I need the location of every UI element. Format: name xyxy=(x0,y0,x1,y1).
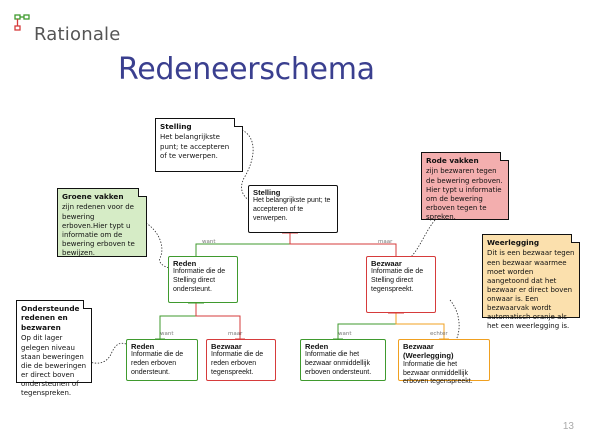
note-text: zijn bezwaren tegen de bewering erboven.… xyxy=(426,167,503,221)
link-label-want: want xyxy=(202,239,216,245)
box-title: Reden xyxy=(173,259,197,268)
box-title: Reden xyxy=(131,342,155,351)
link-label-maar: maar xyxy=(228,331,243,337)
logo-text: Rationale xyxy=(34,24,121,45)
box-text: Informatie die het bezwaar onmiddellijk … xyxy=(305,351,372,376)
box-title: Bezwaar xyxy=(211,342,242,351)
link-label-want: want xyxy=(338,331,352,337)
box-title: Reden xyxy=(305,342,329,351)
note-groene-vakken: Groene vakken zijn redenen voor de bewer… xyxy=(57,188,147,257)
box-title: Bezwaar (Weerlegging) xyxy=(403,342,454,361)
box-text: Informatie die de Stelling direct onders… xyxy=(173,268,226,293)
slide-number: 13 xyxy=(562,421,574,432)
box-weerlegging[interactable]: Bezwaar (Weerlegging) Informatie die het… xyxy=(398,339,490,385)
page-title: Redeneerschema xyxy=(118,52,375,87)
note-text: Dit is een bezwaar tegen een bezwaar waa… xyxy=(487,249,575,331)
link-label-want: want xyxy=(160,331,174,337)
note-title: Weerlegging xyxy=(487,238,540,247)
callout-groene xyxy=(145,222,171,269)
callout-ondersteunde xyxy=(85,342,127,364)
link-stelling-bezwaar xyxy=(289,233,397,256)
note-text: Het belangrijkste punt; te accepteren of… xyxy=(160,133,230,160)
box-stelling[interactable]: Stelling Het belangrijkste punt; te acce… xyxy=(248,185,338,233)
box-text: Informatie die de reden erboven tegenspr… xyxy=(211,351,264,376)
link-label-echter: echter xyxy=(430,331,448,337)
box-reden-bezwaar-sub[interactable]: Reden Informatie die het bezwaar onmidde… xyxy=(300,339,386,381)
box-reden[interactable]: Reden Informatie die de Stelling direct … xyxy=(168,256,238,303)
link-reden-bezwaar2 xyxy=(195,303,241,339)
note-text: zijn redenen voor de bewering erboven.Hi… xyxy=(62,203,135,257)
note-weerlegging: Weerlegging Dit is een bezwaar tegen een… xyxy=(482,234,580,330)
note-rode-vakken: Rode vakken zijn bezwaren tegen de bewer… xyxy=(421,152,509,221)
link-label-maar: maar xyxy=(378,239,393,245)
box-reden-sub[interactable]: Reden Informatie die de reden erboven on… xyxy=(126,339,198,381)
box-title: Stelling xyxy=(253,188,281,197)
rationale-logo-icon xyxy=(14,14,30,31)
note-title: Ondersteunde redenen en bezwaren xyxy=(21,304,80,332)
box-text: Informatie die de Stelling direct tegens… xyxy=(371,268,424,293)
note-text: Op dit lager gelegen niveau staan beweri… xyxy=(21,334,87,398)
note-title: Stelling xyxy=(160,122,192,131)
note-ondersteunde: Ondersteunde redenen en bezwaren Op dit … xyxy=(16,300,92,397)
box-text: Informatie die het bezwaar onmiddellijk … xyxy=(403,360,473,386)
link-bezwaar-weerlegging xyxy=(395,313,445,339)
box-bezwaar-sub[interactable]: Bezwaar Informatie die de reden erboven … xyxy=(206,339,276,381)
box-text: Informatie die de reden erboven onderste… xyxy=(131,351,184,376)
note-title: Rode vakken xyxy=(426,156,479,165)
logo: Rationale xyxy=(14,14,134,50)
box-title: Bezwaar xyxy=(371,259,402,268)
box-text: Het belangrijkste punt; te accepteren of… xyxy=(253,197,331,222)
note-stelling: Stelling Het belangrijkste punt; te acce… xyxy=(155,118,243,172)
box-bezwaar[interactable]: Bezwaar Informatie die de Stelling direc… xyxy=(366,256,436,313)
note-title: Groene vakken xyxy=(62,192,124,201)
